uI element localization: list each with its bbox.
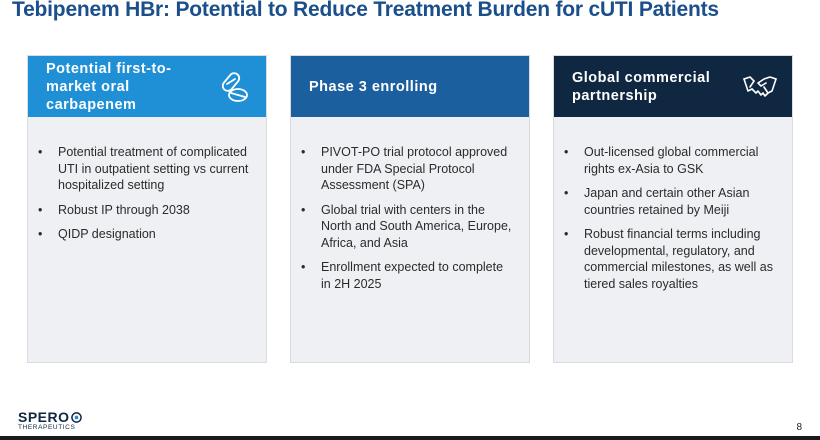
card-header: Phase 3 enrolling — [291, 56, 529, 117]
spero-logo: SPERO THERAPEUTICS — [18, 410, 82, 432]
list-item: Potential treatment of complicated UTI i… — [38, 144, 252, 194]
list-item: Out-licensed global commercial rights ex… — [564, 144, 778, 177]
card-header: Global commercial partnership — [554, 56, 792, 117]
card-body: PIVOT-PO trial protocol approved under F… — [291, 117, 529, 292]
card-header: Potential first-to-market oral carbapene… — [28, 56, 266, 117]
card-commercial-partnership: Global commercial partnership Out-licens… — [553, 55, 793, 363]
logo-mark-icon — [70, 411, 82, 423]
handshake-icon — [743, 75, 777, 97]
logo-subtext: THERAPEUTICS — [18, 424, 76, 431]
card-body: Out-licensed global commercial rights ex… — [554, 117, 792, 292]
list-item: Robust IP through 2038 — [38, 202, 252, 219]
card-oral-carbapenem: Potential first-to-market oral carbapene… — [27, 55, 267, 363]
card-phase-3: Phase 3 enrolling PIVOT-PO trial protoco… — [290, 55, 530, 363]
list-item: Japan and certain other Asian countries … — [564, 185, 778, 218]
logo-text: SPERO — [18, 409, 70, 425]
card-header-text: Phase 3 enrolling — [309, 78, 438, 95]
card-header-text: Potential first-to-market oral carbapene… — [46, 60, 172, 113]
list-item: Robust financial terms including develop… — [564, 226, 778, 292]
list-item: Enrollment expected to complete in 2H 20… — [301, 259, 515, 292]
page-number: 8 — [796, 422, 802, 433]
slide-title: Tebipenem HBr: Potential to Reduce Treat… — [12, 0, 719, 21]
pills-icon — [221, 71, 248, 102]
list-item: QIDP designation — [38, 226, 252, 243]
list-item: PIVOT-PO trial protocol approved under F… — [301, 144, 515, 194]
card-body: Potential treatment of complicated UTI i… — [28, 117, 266, 243]
bottom-divider — [0, 436, 820, 440]
card-header-text: Global commercial partnership — [572, 69, 711, 104]
list-item: Global trial with centers in the North a… — [301, 202, 515, 252]
